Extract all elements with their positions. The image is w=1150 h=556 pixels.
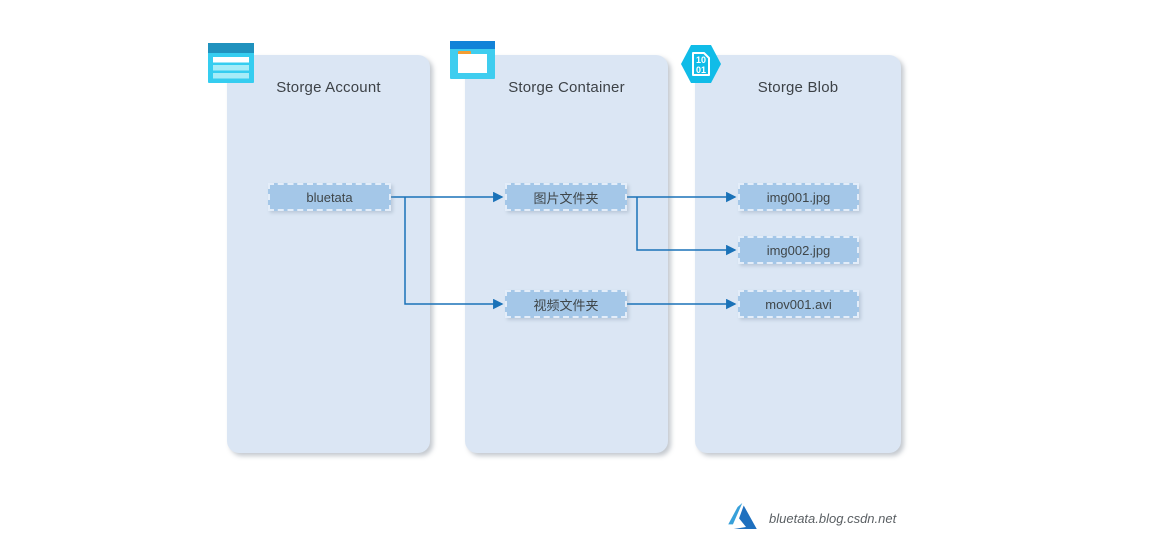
blob-icon-binary-line2: 01 xyxy=(696,65,706,75)
azure-logo-icon xyxy=(728,503,757,534)
panel-storage-account-title: Storge Account xyxy=(276,79,381,96)
panel-storage-container-title: Storge Container xyxy=(508,79,625,96)
storage-account-icon xyxy=(208,43,254,88)
panel-storage-account: Storge Account xyxy=(227,55,430,453)
blob-hexagon-icon: 10 01 xyxy=(681,42,721,91)
watermark-text: bluetata.blog.csdn.net xyxy=(769,511,897,526)
panel-storage-container: Storge Container xyxy=(465,55,668,453)
node-image-folder[interactable]: 图片文件夹 xyxy=(505,183,627,211)
node-img002-jpg[interactable]: img002.jpg xyxy=(738,236,859,264)
node-video-folder[interactable]: 视频文件夹 xyxy=(505,290,627,318)
blob-icon-binary-line1: 10 xyxy=(696,55,706,65)
node-bluetata[interactable]: bluetata xyxy=(268,183,391,211)
node-img001-jpg[interactable]: img001.jpg xyxy=(738,183,859,211)
container-folder-icon xyxy=(450,41,495,84)
watermark: bluetata.blog.csdn.net xyxy=(728,503,896,534)
panel-storage-blob-title: Storge Blob xyxy=(757,79,839,96)
node-mov001-avi[interactable]: mov001.avi xyxy=(738,290,859,318)
